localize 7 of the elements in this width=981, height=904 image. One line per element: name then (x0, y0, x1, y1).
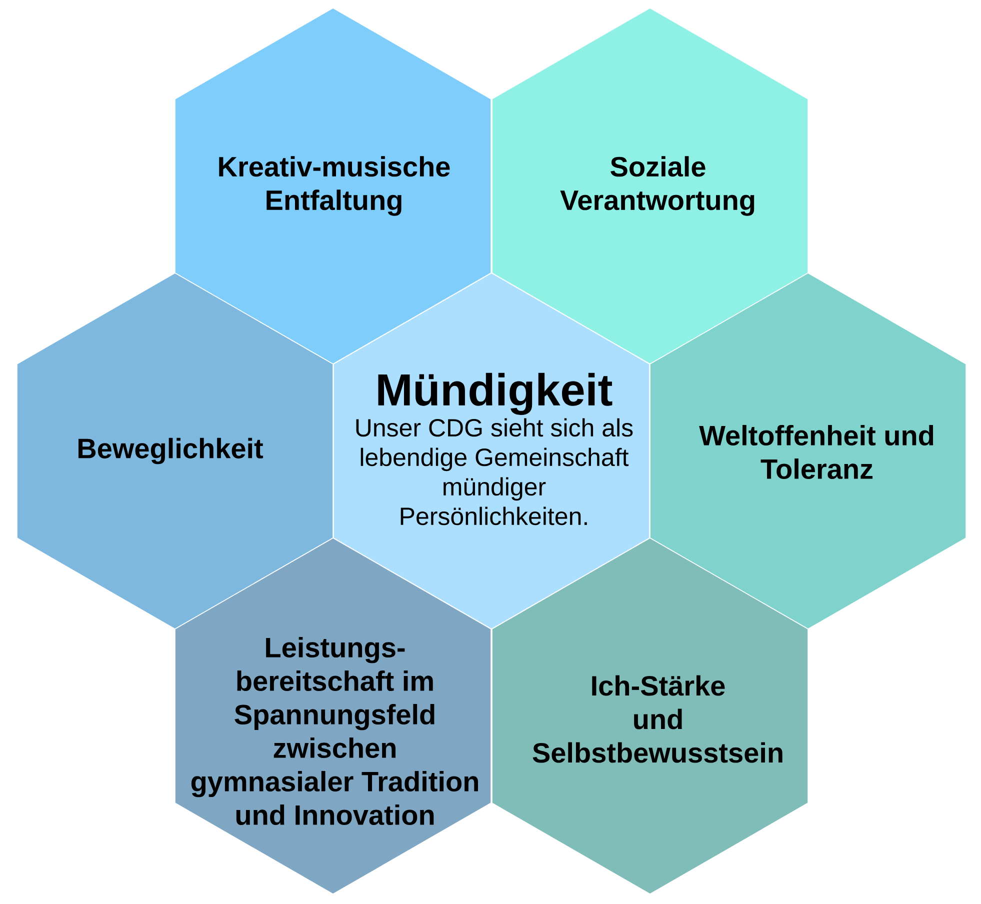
hexagon-tile: Soziale Verantwortung (492, 8, 808, 364)
hexagon-tile: Kreativ-musische Entfaltung (174, 8, 492, 364)
hexagon-tile: Beweglichkeit (16, 272, 334, 630)
hexagon-tile: Ich-Stärke und Selbstbewusstsein (492, 538, 808, 894)
hexagon-tile: Leistungs- bereitschaft im Spannungsfeld zwischen gymnasialer Tradition und Innovation (174, 538, 492, 894)
hexagon-tile: Mündigkeit Unser CDG sieht sich als lebendige Gemeinschaft mündiger Persönlichkeiten. (333, 272, 650, 630)
hexagon-tile: Weltoffenheit und Toleranz (650, 272, 966, 630)
